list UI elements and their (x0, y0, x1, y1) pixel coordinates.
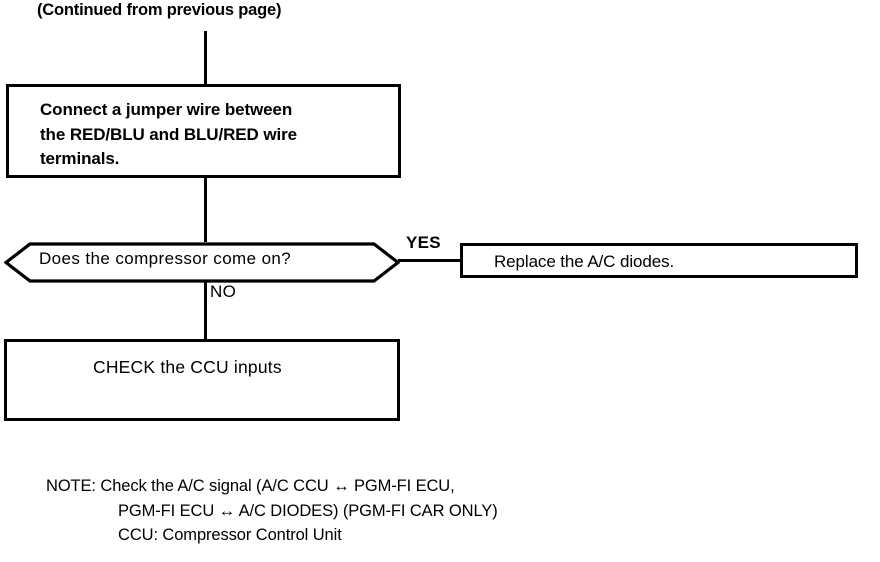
branch-label-no: NO (210, 282, 237, 301)
connector-line-to-decision (204, 177, 207, 242)
process-box-check-ccu-inputs-text: CHECK the CCU inputs (93, 357, 282, 377)
connector-line-top (204, 31, 207, 86)
process-box-replace-diodes: Replace the A/C diodes. (460, 243, 858, 278)
process-box-check-ccu-inputs: CHECK the CCU inputs (4, 339, 400, 421)
note-line-ccu-definition: CCU: Compressor Control Unit (118, 526, 342, 544)
decision-shape-compressor-question (4, 241, 400, 284)
connector-line-no-branch (204, 282, 207, 340)
process-box-jumper-wire: Connect a jumper wire between the RED/BL… (6, 84, 401, 178)
process-box-replace-diodes-text: Replace the A/C diodes. (494, 252, 675, 271)
decision-hexagon-outline (4, 242, 400, 283)
note-line-signal-check: NOTE: Check the A/C signal (A/C CCU ↔ PG… (46, 477, 455, 495)
branch-label-yes: YES (406, 233, 441, 252)
decision-label-compressor-question: Does the compressor come on? (39, 249, 292, 268)
connector-line-yes-branch (398, 259, 462, 262)
process-box-jumper-wire-text: Connect a jumper wire between the RED/BL… (40, 100, 297, 169)
continued-from-previous-page-label: (Continued from previous page) (37, 1, 282, 19)
note-line-pgmfi-diodes: PGM-FI ECU ↔ A/C DIODES) (PGM-FI CAR ONL… (118, 501, 498, 520)
note-block: NOTE: Check the A/C signal (A/C CCU ↔ PG… (46, 478, 498, 544)
